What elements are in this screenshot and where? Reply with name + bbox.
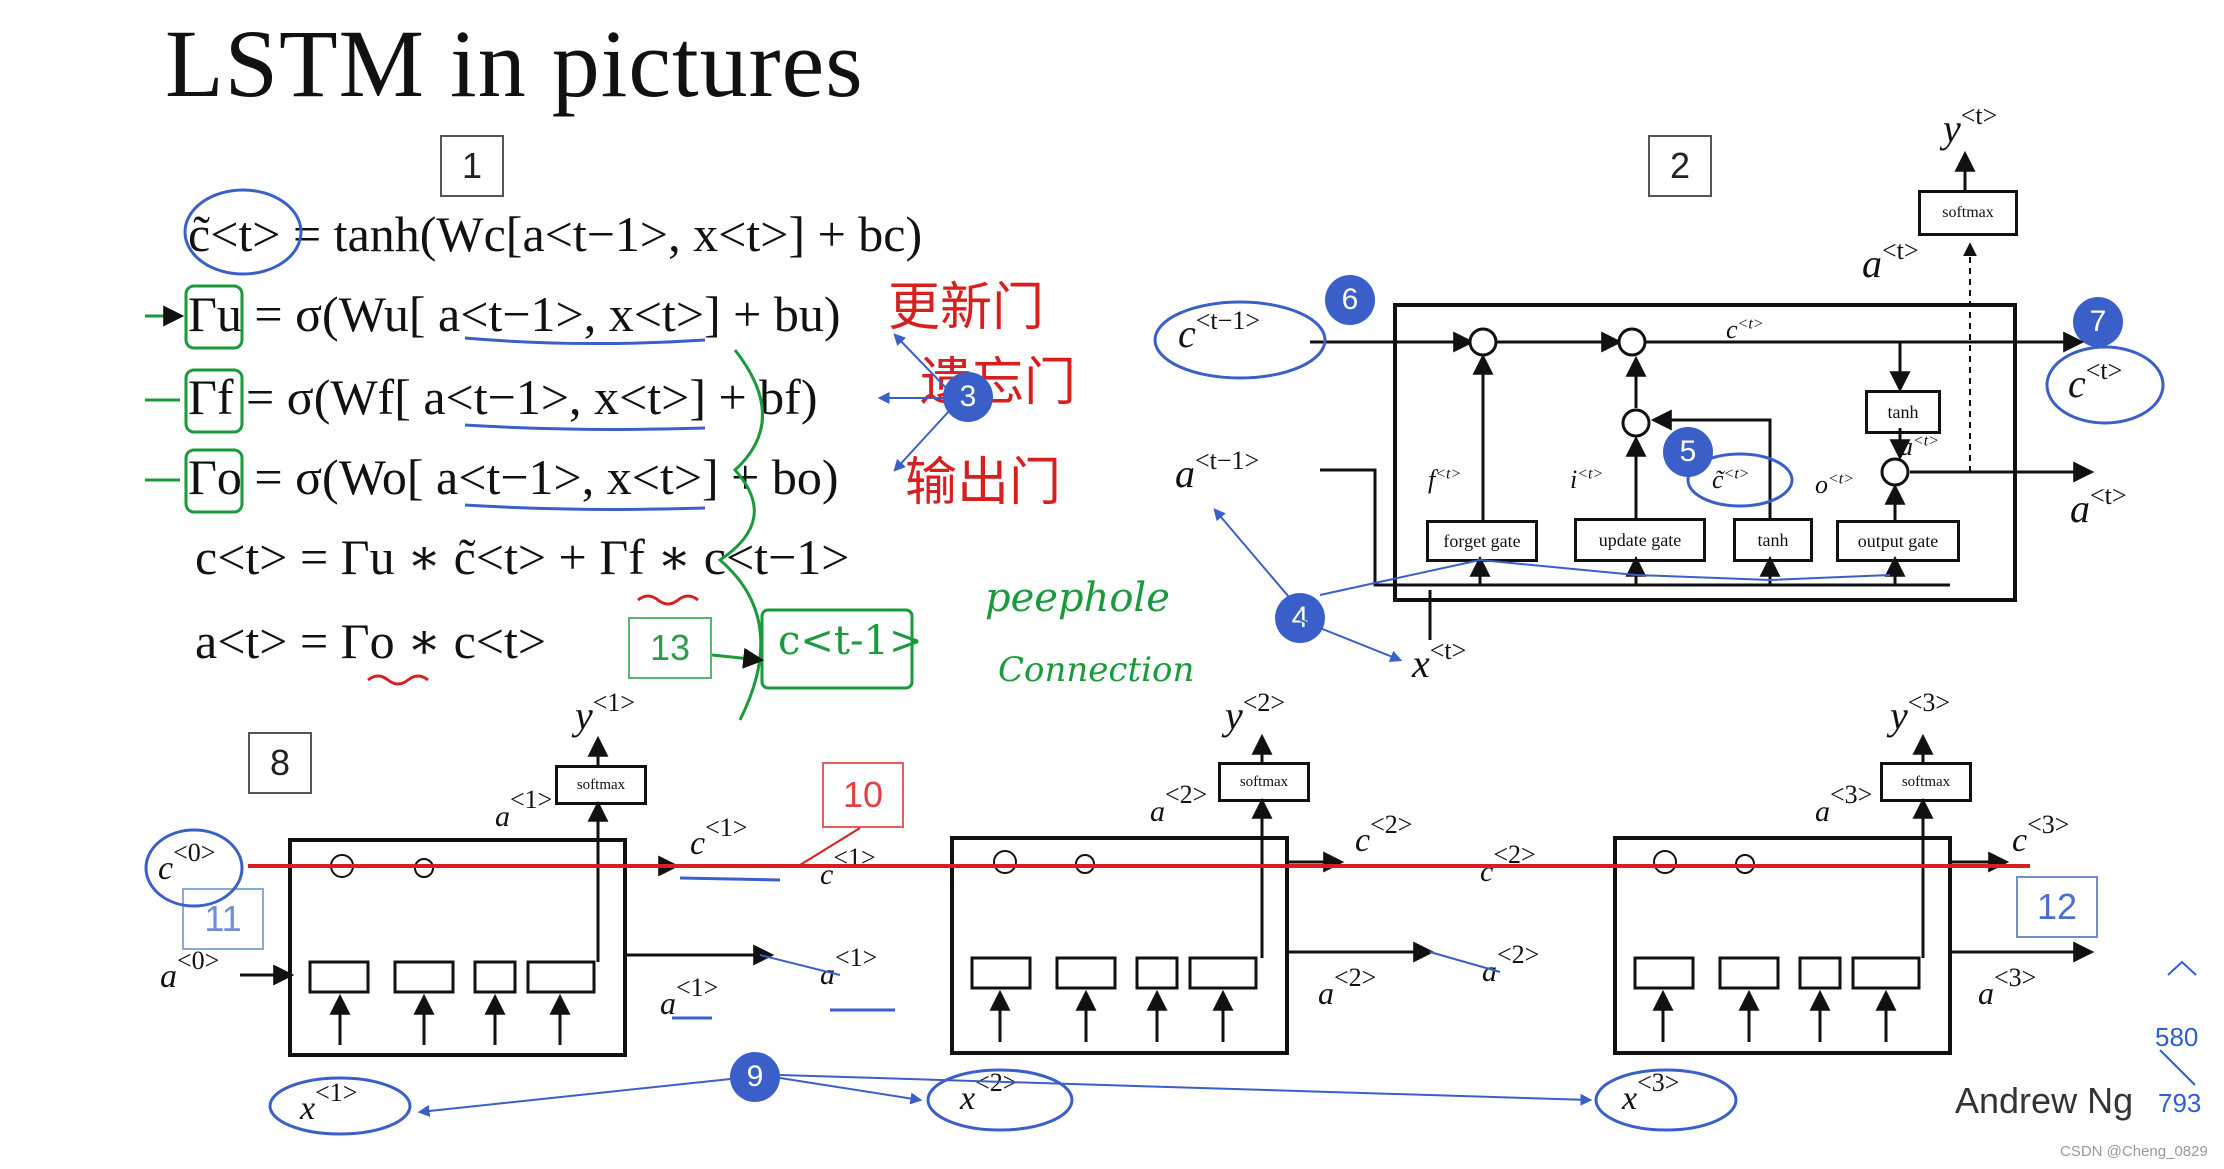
annotation-update-gate: 更新门: [888, 278, 1045, 338]
box-10: 10: [822, 762, 904, 828]
update-gate-box: update gate: [1574, 518, 1706, 562]
badge-5: 5: [1663, 427, 1713, 477]
equation-update-gate: Γu = σ(Wu[ a<t−1>, x<t>] + bu): [188, 286, 841, 342]
chain-gates-3: [1633, 956, 1921, 990]
chain-label-y3: y<3>: [1890, 688, 1951, 739]
badge-3: 3: [943, 372, 993, 422]
annotation-output-gate: 输出门: [905, 453, 1062, 513]
chain-cell-2: [950, 836, 1289, 1055]
badge-9: 9: [730, 1052, 780, 1102]
chain-label-y1: y<1>: [575, 688, 636, 739]
badge-4: 4: [1275, 593, 1325, 643]
chain-label-a1: a<1>: [660, 973, 719, 1022]
equation-candidate: c̃<t> = tanh(Wc[a<t−1>, x<t>] + bc): [188, 206, 923, 262]
label-x-t: x<t>: [1412, 636, 1467, 687]
label-o-t: o<t>: [1815, 470, 1855, 499]
chain-softmax-3: softmax: [1880, 762, 1972, 802]
cell-tanh-box: tanh: [1865, 390, 1941, 434]
chain-gates-2: [970, 956, 1258, 990]
annotation-peephole: peephole: [985, 575, 1170, 621]
chain-label-c1: c<1>: [690, 813, 748, 863]
chain-cell-3: [1613, 836, 1952, 1055]
label-c-prev: c<t−1>: [1178, 306, 1260, 357]
chain-label-c0: c<0>: [158, 838, 216, 888]
chain-label-a0: a<0>: [160, 946, 220, 996]
chain-label-x1: x<1>: [300, 1078, 358, 1128]
chain-softmax-1: softmax: [555, 765, 647, 805]
highlight-gamma-u: [184, 284, 244, 350]
chain-label-a3-top: a<3>: [1815, 780, 1873, 829]
cell-box: [1393, 303, 2017, 602]
chain-label-a1-top: a<1>: [495, 785, 553, 834]
chain-label-c2-b: c<2>: [1480, 840, 1536, 889]
slide-title: LSTM in pictures: [165, 10, 864, 117]
label-c-tilde: c̃<t>: [1712, 465, 1750, 494]
box-12: 12: [2016, 876, 2098, 938]
chain-gates-1: [308, 960, 596, 994]
author-credit: Andrew Ng: [1955, 1080, 2134, 1121]
box-1: 1: [440, 135, 504, 197]
chain-label-c3: c<3>: [2012, 810, 2070, 860]
tanh-gate-box: tanh: [1733, 518, 1813, 562]
box-13: 13: [628, 617, 712, 679]
box-2: 2: [1648, 135, 1712, 197]
highlight-c-prev-note: [760, 608, 914, 690]
label-c-t: c<t>: [2068, 356, 2123, 407]
chain-label-a2-b: a<2>: [1482, 940, 1540, 989]
chain-label-a1-b: a<1>: [820, 943, 878, 992]
chain-label-y2: y<2>: [1225, 688, 1286, 739]
page-total: 793: [2158, 1088, 2202, 1118]
equation-activation: a<t> = Γo ∗ c<t>: [195, 613, 547, 669]
chain-label-a2: a<2>: [1318, 963, 1377, 1012]
chain-label-a2-top: a<2>: [1150, 780, 1208, 829]
chain-label-x3: x<3>: [1622, 1068, 1680, 1118]
chain-label-a3: a<3>: [1978, 963, 2037, 1012]
label-a-t-top: a<t>: [1862, 236, 1919, 287]
output-gate-box: output gate: [1836, 520, 1960, 562]
equation-cell-state: c<t> = Γu ∗ c̃<t> + Γf ∗ c<t−1>: [195, 529, 850, 585]
label-y-t: y<t>: [1943, 101, 1998, 152]
page-current: 580: [2155, 1022, 2199, 1052]
label-a-prev: a<t−1>: [1175, 446, 1260, 497]
label-f-t: f<t>: [1428, 465, 1462, 494]
annotation-connection: Connection: [998, 650, 1195, 690]
highlight-gamma-o: [184, 448, 244, 514]
forget-gate-box: forget gate: [1426, 520, 1538, 562]
cell-softmax-box: softmax: [1918, 190, 2018, 236]
equation-forget-gate: Γf = σ(Wf[ a<t−1>, x<t>] + bf): [188, 369, 818, 425]
box-8: 8: [248, 732, 312, 794]
highlight-gamma-f: [184, 368, 244, 434]
highlight-c-tilde: [183, 188, 303, 276]
label-a-t-right: a<t>: [2070, 481, 2127, 532]
label-i-t: i<t>: [1570, 465, 1604, 494]
label-c-inner: c<t>: [1726, 315, 1764, 344]
watermark: CSDN @Cheng_0829: [2060, 1143, 2208, 1160]
equation-output-gate: Γo = σ(Wo[ a<t−1>, x<t>] + bo): [188, 449, 839, 505]
chain-label-c2: c<2>: [1355, 810, 1413, 860]
chain-cell-1: [288, 838, 627, 1057]
badge-6: 6: [1325, 275, 1375, 325]
annotation-c-prev: c<t-1>: [778, 618, 923, 664]
